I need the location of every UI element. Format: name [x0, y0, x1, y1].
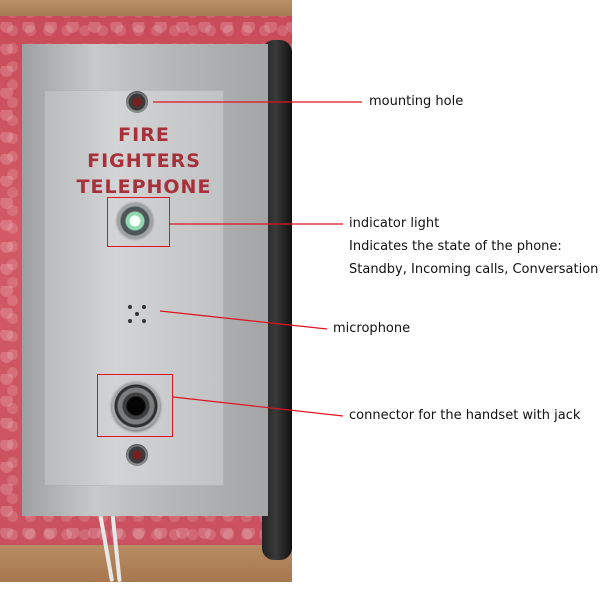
handset-jack — [112, 382, 160, 430]
bottom-mounting-hole — [126, 444, 148, 466]
leader-connector — [172, 396, 344, 417]
mic-hole — [128, 319, 132, 323]
label-connector: connector for the handset with jack — [349, 408, 581, 423]
faceplate-text: FIRE FIGHTERS TELEPHONE — [44, 122, 244, 200]
label-indicator-description-1: Indicates the state of the phone: — [349, 239, 562, 254]
product-photo: FIRE FIGHTERS TELEPHONE — [0, 0, 292, 582]
mic-hole — [128, 305, 132, 309]
plate-text-line-3: TELEPHONE — [76, 176, 212, 198]
wood-surface-top — [0, 0, 292, 16]
mic-hole — [142, 319, 146, 323]
mic-hole — [142, 305, 146, 309]
indicator-led — [117, 203, 153, 239]
label-indicator-light: indicator light — [349, 216, 440, 231]
plate-text-line-2: FIGHTERS — [87, 150, 201, 172]
indicator-highlight-box — [107, 197, 170, 247]
plate-text-line-1: FIRE — [118, 124, 170, 146]
label-microphone: microphone — [333, 321, 411, 336]
leader-microphone — [159, 310, 328, 330]
wood-surface-bottom — [0, 545, 292, 582]
connector-highlight-box — [97, 374, 173, 437]
label-mounting-hole: mounting hole — [369, 94, 464, 109]
top-mounting-hole — [126, 91, 148, 113]
mic-hole — [135, 312, 139, 316]
label-indicator-description-2: Standby, Incoming calls, Conversation — [349, 262, 599, 277]
